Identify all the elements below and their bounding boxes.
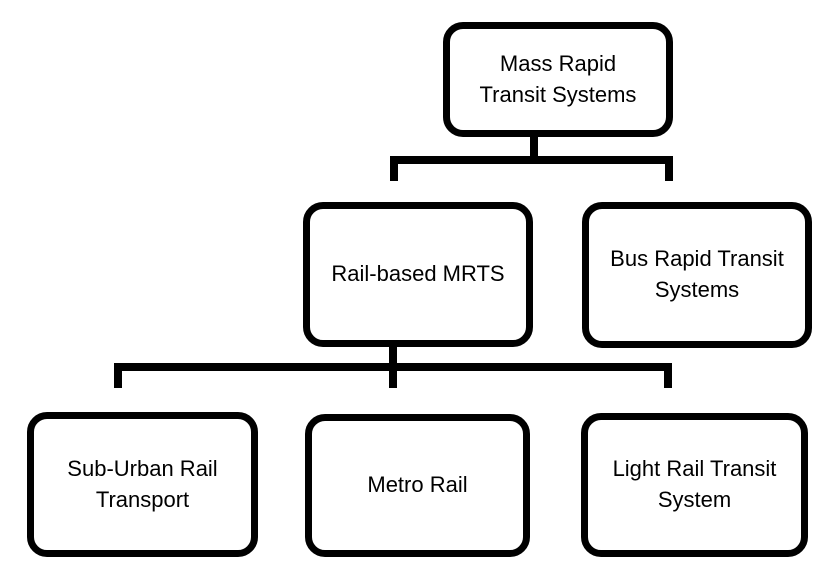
- node-label-line: Light Rail Transit: [612, 456, 777, 482]
- connector-level2-rail: [390, 156, 673, 164]
- connector-level2-left-stub: [390, 156, 398, 181]
- node-label-line: Systems: [654, 277, 740, 302]
- node-label-line: Metro Rail: [367, 472, 468, 498]
- node-metro-rail: Metro Rail: [305, 414, 530, 557]
- node-label-line: Rail-based MRTS: [331, 261, 505, 287]
- connector-level3-right-stub: [664, 363, 672, 388]
- node-label-line: Transport: [95, 486, 190, 512]
- node-label-line: System: [657, 487, 732, 512]
- connector-level3-rail: [114, 363, 672, 371]
- node-light-rail-transit-system: Light Rail Transit System: [581, 413, 808, 557]
- node-mass-rapid-transit-systems: Mass Rapid Transit Systems: [443, 22, 673, 137]
- node-bus-rapid-transit-systems: Bus Rapid Transit Systems: [582, 202, 812, 348]
- connector-level2-right-stub: [665, 156, 673, 181]
- node-label-line: Mass Rapid: [499, 50, 617, 76]
- node-label-line: Transit Systems: [479, 81, 637, 107]
- node-sub-urban-rail-transport: Sub-Urban Rail Transport: [27, 412, 258, 557]
- node-rail-based-mrts: Rail-based MRTS: [303, 202, 533, 347]
- connector-level3-left-stub: [114, 363, 122, 388]
- connector-root-stem: [530, 135, 538, 164]
- node-label-line: Sub-Urban Rail: [67, 455, 218, 481]
- node-label-line: Bus Rapid Transit: [610, 246, 784, 272]
